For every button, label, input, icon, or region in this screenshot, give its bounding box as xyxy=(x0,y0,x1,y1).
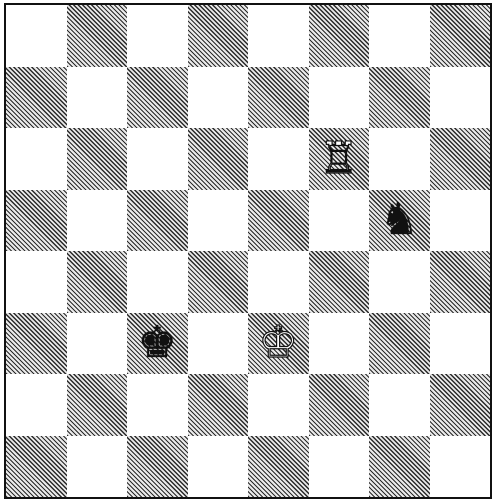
square-d3[interactable] xyxy=(188,313,249,375)
square-g5[interactable]: ♞ xyxy=(369,190,430,252)
square-g1[interactable] xyxy=(369,436,430,498)
square-f1[interactable] xyxy=(309,436,370,498)
square-c5[interactable] xyxy=(127,190,188,252)
square-e4[interactable] xyxy=(248,251,309,313)
square-c8[interactable] xyxy=(127,5,188,67)
square-f6[interactable]: ♖ xyxy=(309,128,370,190)
square-f5[interactable] xyxy=(309,190,370,252)
square-b6[interactable] xyxy=(67,128,128,190)
square-e7[interactable] xyxy=(248,67,309,129)
square-f7[interactable] xyxy=(309,67,370,129)
square-d7[interactable] xyxy=(188,67,249,129)
square-b3[interactable] xyxy=(67,313,128,375)
square-d6[interactable] xyxy=(188,128,249,190)
square-g7[interactable] xyxy=(369,67,430,129)
square-g3[interactable] xyxy=(369,313,430,375)
square-h6[interactable] xyxy=(430,128,491,190)
square-h4[interactable] xyxy=(430,251,491,313)
square-b5[interactable] xyxy=(67,190,128,252)
square-b4[interactable] xyxy=(67,251,128,313)
square-h3[interactable] xyxy=(430,313,491,375)
square-a5[interactable] xyxy=(6,190,67,252)
square-g8[interactable] xyxy=(369,5,430,67)
square-a6[interactable] xyxy=(6,128,67,190)
square-d5[interactable] xyxy=(188,190,249,252)
square-f3[interactable] xyxy=(309,313,370,375)
square-d8[interactable] xyxy=(188,5,249,67)
black-king-icon[interactable]: ♚ xyxy=(138,321,177,365)
square-e1[interactable] xyxy=(248,436,309,498)
square-c6[interactable] xyxy=(127,128,188,190)
square-a4[interactable] xyxy=(6,251,67,313)
square-a7[interactable] xyxy=(6,67,67,129)
square-e8[interactable] xyxy=(248,5,309,67)
square-c3[interactable]: ♚ xyxy=(127,313,188,375)
square-h1[interactable] xyxy=(430,436,491,498)
square-d1[interactable] xyxy=(188,436,249,498)
square-h2[interactable] xyxy=(430,374,491,436)
square-g6[interactable] xyxy=(369,128,430,190)
square-e5[interactable] xyxy=(248,190,309,252)
square-c1[interactable] xyxy=(127,436,188,498)
square-h5[interactable] xyxy=(430,190,491,252)
square-d2[interactable] xyxy=(188,374,249,436)
square-a8[interactable] xyxy=(6,5,67,67)
square-g2[interactable] xyxy=(369,374,430,436)
square-c4[interactable] xyxy=(127,251,188,313)
square-b2[interactable] xyxy=(67,374,128,436)
black-knight-icon[interactable]: ♞ xyxy=(380,198,419,242)
square-d4[interactable] xyxy=(188,251,249,313)
square-a3[interactable] xyxy=(6,313,67,375)
square-b8[interactable] xyxy=(67,5,128,67)
white-king-icon[interactable]: ♔ xyxy=(259,321,298,365)
square-b7[interactable] xyxy=(67,67,128,129)
white-rook-icon[interactable]: ♖ xyxy=(319,137,358,181)
square-e3[interactable]: ♔ xyxy=(248,313,309,375)
square-h7[interactable] xyxy=(430,67,491,129)
square-f4[interactable] xyxy=(309,251,370,313)
square-e6[interactable] xyxy=(248,128,309,190)
square-c2[interactable] xyxy=(127,374,188,436)
square-e2[interactable] xyxy=(248,374,309,436)
square-f8[interactable] xyxy=(309,5,370,67)
square-b1[interactable] xyxy=(67,436,128,498)
square-f2[interactable] xyxy=(309,374,370,436)
square-a2[interactable] xyxy=(6,374,67,436)
square-a1[interactable] xyxy=(6,436,67,498)
chess-board: ♖ ♞ ♚ ♔ xyxy=(4,3,492,499)
square-c7[interactable] xyxy=(127,67,188,129)
square-h8[interactable] xyxy=(430,5,491,67)
square-g4[interactable] xyxy=(369,251,430,313)
